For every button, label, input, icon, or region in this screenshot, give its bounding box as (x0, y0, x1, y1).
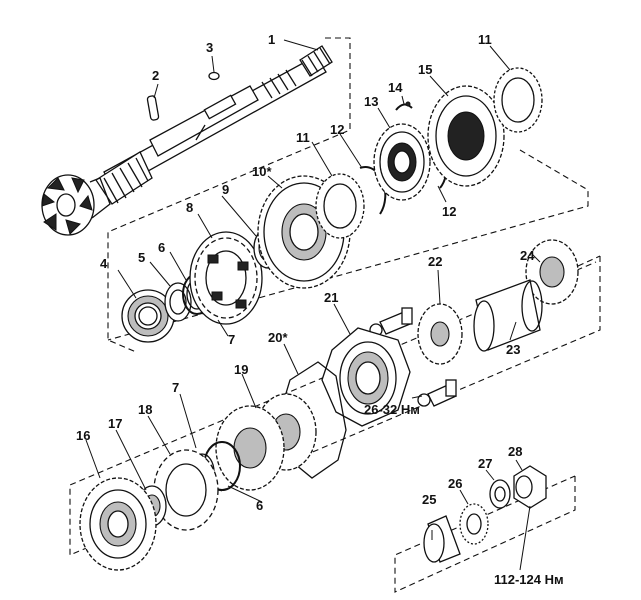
callout-26: 26 (448, 476, 462, 491)
callout-11b: 11 (478, 32, 492, 47)
gear-22 (417, 303, 463, 365)
callout-25: 25 (422, 492, 436, 507)
callout-6: 6 (158, 240, 165, 255)
callout-23: 23 (506, 342, 520, 357)
pinion-head (41, 174, 111, 236)
callout-7b: 7 (172, 380, 179, 395)
synchro-ring-11 (315, 173, 365, 239)
callout-11: 11 (296, 130, 310, 145)
nut-28 (513, 465, 547, 509)
shaft-23 (473, 279, 543, 352)
callout-8: 8 (186, 200, 193, 215)
main-shaft (41, 45, 333, 236)
callout-24: 24 (520, 248, 535, 263)
callout-13: 13 (364, 94, 378, 109)
callout-12: 12 (330, 122, 344, 137)
synchronizer-hub (373, 123, 431, 201)
callout-3: 3 (206, 40, 213, 55)
callout-1: 1 (268, 32, 275, 47)
callout-9: 9 (222, 182, 229, 197)
bolt-upper (369, 307, 413, 337)
callout-20: 20* (268, 330, 288, 345)
callout-27: 27 (478, 456, 492, 471)
callout-12b: 12 (442, 204, 456, 219)
callout-2: 2 (152, 68, 159, 83)
callout-19: 19 (234, 362, 248, 377)
callout-14: 14 (388, 80, 403, 95)
gear-16 (79, 477, 157, 571)
callout-16: 16 (76, 428, 90, 443)
callout-10: 10* (252, 164, 272, 179)
washer-27 (489, 479, 511, 509)
callout-22: 22 (428, 254, 442, 269)
callout-6b: 6 (256, 498, 263, 513)
bolt-lower (417, 379, 457, 407)
callout-15: 15 (418, 62, 432, 77)
pin (146, 95, 160, 121)
torque-label-nut: 112-124 Нм (494, 572, 564, 587)
callout-28: 28 (508, 444, 522, 459)
needle-bearing-26 (459, 503, 489, 545)
sleeve-25 (423, 515, 461, 563)
callout-21: 21 (324, 290, 338, 305)
callout-18: 18 (138, 402, 152, 417)
callout-5: 5 (138, 250, 145, 265)
key (208, 71, 220, 81)
callout-labels: 1 2 3 4 5 6 6 7 7 8 9 10* 11 11 12 12 13… (76, 32, 564, 587)
synchro-ring-11b (493, 67, 543, 133)
washer (164, 282, 192, 322)
synchro-ring-18 (153, 449, 219, 531)
synchro-ring (189, 231, 263, 325)
sleeve-15 (427, 85, 505, 187)
bearing-retainer-21 (321, 327, 411, 427)
leader-lines (85, 39, 541, 571)
gear-19b (215, 405, 285, 491)
spring-14 (395, 101, 413, 111)
torque-label-bolts: 26-32 Нм (364, 402, 420, 417)
callout-7: 7 (228, 332, 235, 347)
callout-4: 4 (100, 256, 108, 271)
callout-17: 17 (108, 416, 122, 431)
